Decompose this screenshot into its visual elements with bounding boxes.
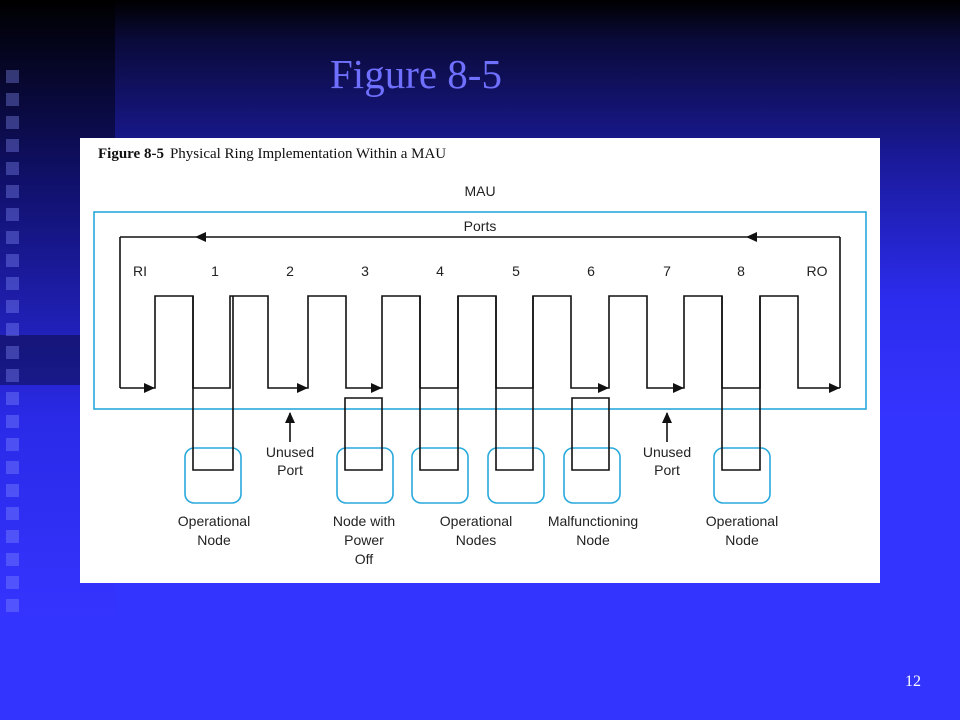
decorative-square	[6, 576, 19, 589]
decorative-square	[6, 300, 19, 313]
decorative-square	[6, 277, 19, 290]
decorative-square	[6, 231, 19, 244]
page-number: 12	[905, 673, 921, 690]
figure-caption-text: Physical Ring Implementation Within a MA…	[169, 146, 447, 162]
ring-arrow	[829, 383, 840, 393]
decorative-square	[6, 116, 19, 129]
decorative-square	[6, 323, 19, 336]
node-loop	[721, 296, 761, 471]
return-arrow-right	[746, 232, 757, 242]
node-box	[563, 447, 621, 504]
port-label-3: 3	[361, 263, 369, 279]
unused-port-arrowhead	[662, 412, 672, 423]
node-label-1: Node with	[333, 513, 395, 529]
decorative-square	[6, 70, 19, 83]
node-loop-bypass	[571, 397, 610, 471]
decorative-square	[6, 208, 19, 221]
figure-caption-number: Figure 8-5	[98, 146, 164, 162]
ring-arrow	[598, 383, 609, 393]
node-loop-bypass	[344, 397, 383, 471]
node-box	[336, 447, 394, 504]
decorative-square	[6, 346, 19, 359]
node-label-4: Node	[725, 532, 759, 548]
decorative-square	[6, 254, 19, 267]
node-box	[487, 447, 545, 504]
decorative-square	[6, 93, 19, 106]
node-label-3: Malfunctioning	[548, 513, 638, 529]
mau-box	[93, 211, 867, 410]
port-label-2: 2	[286, 263, 294, 279]
unused-port-label-0: Port	[277, 462, 303, 478]
node-box	[411, 447, 469, 504]
mau-label: MAU	[464, 183, 495, 199]
decorative-square	[6, 507, 19, 520]
node-label-0: Node	[197, 532, 231, 548]
ring-arrow	[297, 383, 308, 393]
decorative-square	[6, 185, 19, 198]
decorative-square	[6, 438, 19, 451]
ring-path	[120, 295, 840, 389]
node-box	[184, 447, 242, 504]
figure-caption: Figure 8-5 Physical Ring Implementation W…	[98, 146, 446, 163]
decorative-squares	[6, 70, 26, 630]
node-label-2: Operational	[440, 513, 512, 529]
node-label-0: Operational	[178, 513, 250, 529]
unused-port-label-1: Unused	[643, 444, 691, 460]
port-label-7: 7	[663, 263, 671, 279]
node-loop	[495, 296, 534, 471]
port-label-ri: RI	[133, 263, 147, 279]
slide-title: Figure 8-5	[330, 51, 502, 97]
port-label-8: 8	[737, 263, 745, 279]
decorative-square	[6, 484, 19, 497]
port-label-ro: RO	[807, 263, 828, 279]
port-label-1: 1	[211, 263, 219, 279]
decorative-square	[6, 415, 19, 428]
port-label-5: 5	[512, 263, 520, 279]
decorative-square	[6, 139, 19, 152]
decorative-square	[6, 530, 19, 543]
decorative-square	[6, 369, 19, 382]
ring-arrow	[673, 383, 684, 393]
port-label-4: 4	[436, 263, 444, 279]
port-label-6: 6	[587, 263, 595, 279]
unused-port-label-1: Port	[654, 462, 680, 478]
node-label-3: Node	[576, 532, 610, 548]
node-label-2: Nodes	[456, 532, 496, 548]
node-label-4: Operational	[706, 513, 778, 529]
node-label-1: Power	[344, 532, 384, 548]
decorative-square	[6, 553, 19, 566]
decorative-square	[6, 392, 19, 405]
node-label-1: Off	[355, 551, 374, 567]
unused-port-arrowhead	[285, 412, 295, 423]
node-box	[713, 447, 771, 504]
ring-arrow	[144, 383, 155, 393]
node-loop	[192, 296, 234, 471]
return-arrow-left	[195, 232, 206, 242]
decorative-square	[6, 162, 19, 175]
ring-arrow	[371, 383, 382, 393]
unused-port-label-0: Unused	[266, 444, 314, 460]
node-loop	[419, 296, 459, 471]
ports-label: Ports	[464, 218, 497, 234]
decorative-square	[6, 599, 19, 612]
decorative-square	[6, 461, 19, 474]
